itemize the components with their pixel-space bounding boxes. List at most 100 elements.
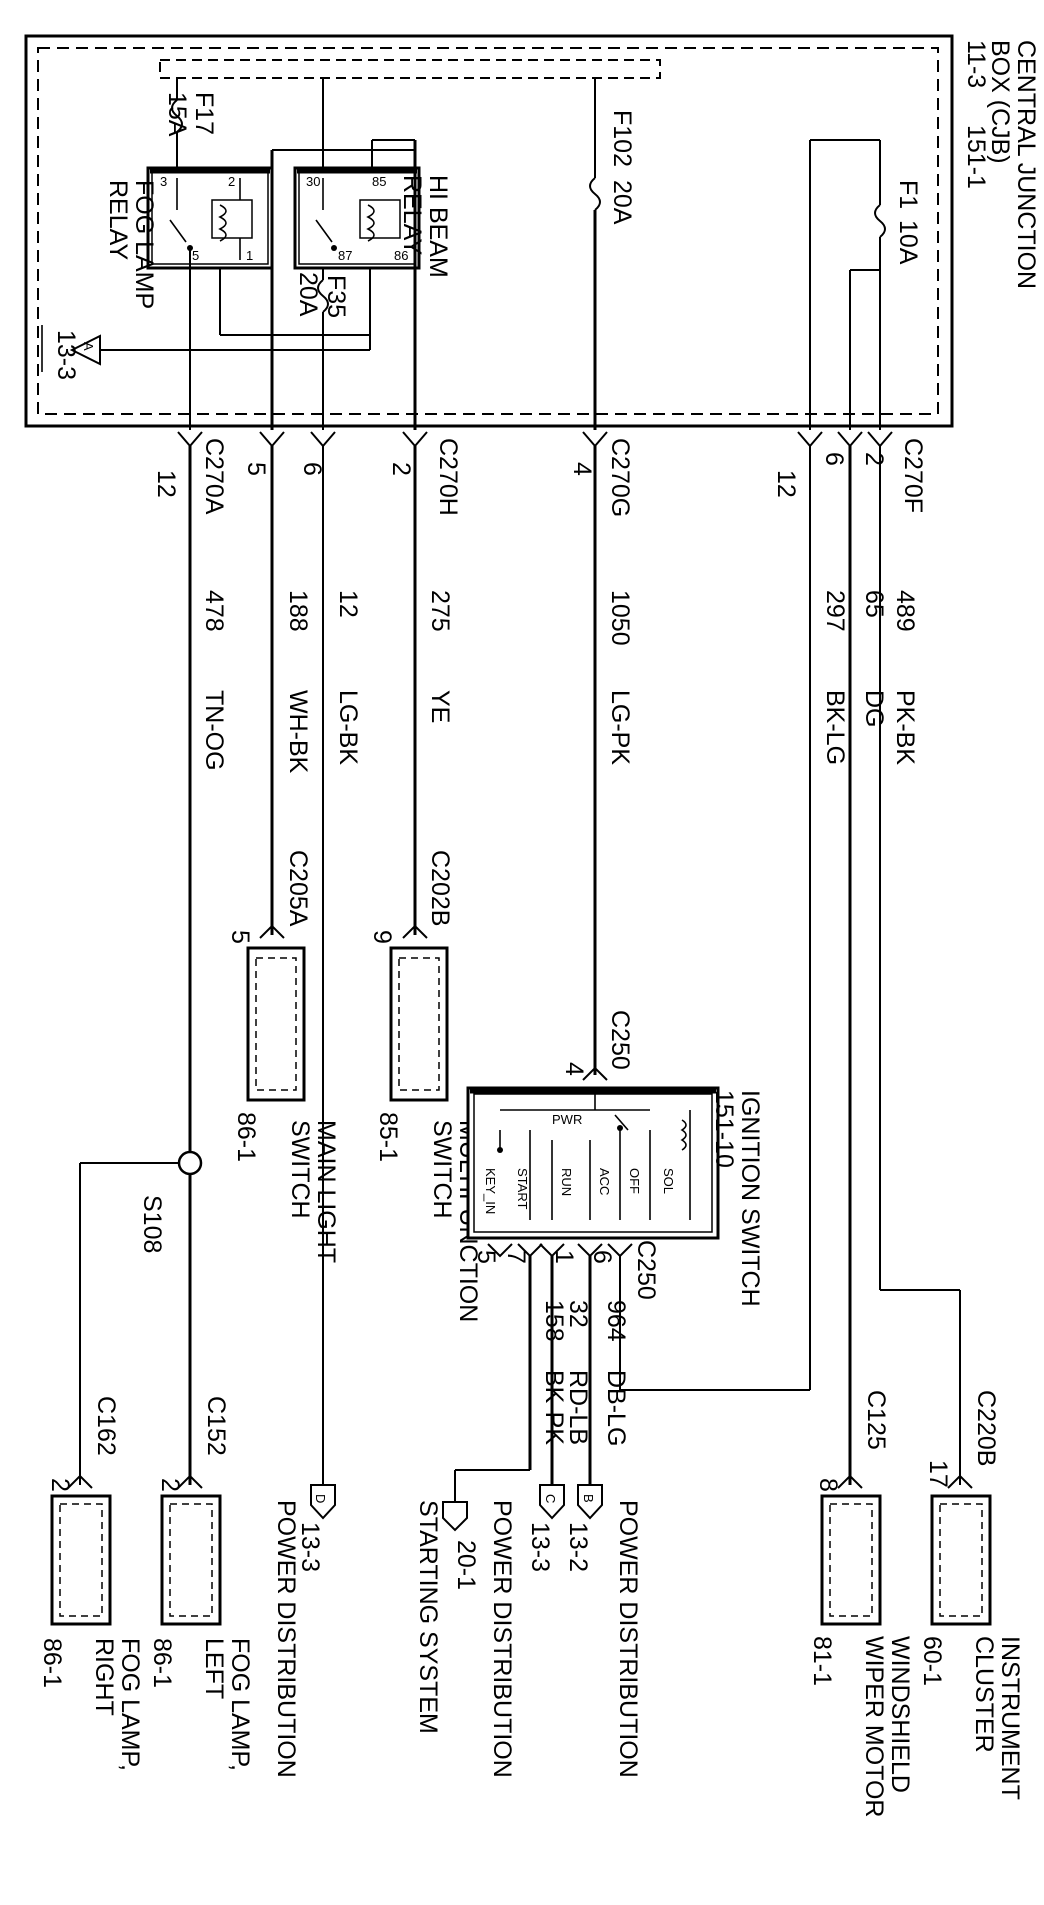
ref-b-letter: B bbox=[581, 1494, 596, 1503]
pin-c205a-5: 5 bbox=[226, 930, 254, 944]
cjb-ref-1: 11-3 bbox=[962, 40, 990, 88]
connector-c250-out: C250 bbox=[632, 1240, 660, 1300]
hi-beam-pin-86: 86 bbox=[394, 248, 408, 263]
wiper-motor-ref: 81-1 bbox=[808, 1636, 836, 1686]
connector-c270a: C270A bbox=[200, 438, 228, 515]
multifunction-switch bbox=[389, 946, 449, 1102]
cjb-ref-2: 151-1 bbox=[962, 125, 990, 189]
ign-contact-acc: ACC bbox=[597, 1168, 612, 1195]
ground-ref: 13-3 bbox=[52, 330, 80, 380]
svg-text:20A: 20A bbox=[608, 180, 636, 225]
fuse-f35-rating: 20A bbox=[294, 272, 322, 317]
connector-c270f: C270F bbox=[899, 438, 927, 513]
f35-fuse-symbol bbox=[317, 279, 329, 313]
f102-fuse-symbol bbox=[589, 177, 601, 211]
fog-relay-pin-1: 1 bbox=[246, 248, 253, 263]
pin-c250-1: 1 bbox=[550, 1250, 578, 1264]
pin-c220b-17: 17 bbox=[924, 1460, 952, 1488]
pin-c270f-12: 12 bbox=[772, 470, 800, 498]
fuse-f102-label: F102 20A bbox=[608, 110, 636, 225]
f1-fuse-symbol bbox=[874, 204, 886, 238]
circuit-478: 478 bbox=[200, 590, 228, 632]
circuit-275: 275 bbox=[426, 590, 454, 632]
circuit-158: 158 bbox=[540, 1300, 568, 1342]
ignition-switch-ref: 151-10 bbox=[710, 1090, 738, 1168]
ign-contact-pwr: PWR bbox=[552, 1112, 582, 1127]
pin-c250-5: 5 bbox=[472, 1250, 500, 1264]
pin-c270f-2: 2 bbox=[860, 452, 888, 466]
circuit-158-color: BK-PK bbox=[540, 1370, 568, 1445]
pin-c250-6: 6 bbox=[588, 1250, 616, 1264]
pin-c270f-6: 6 bbox=[820, 452, 848, 466]
central-junction-box bbox=[24, 34, 954, 428]
circuit-1050: 1050 bbox=[606, 590, 634, 646]
ref-b-power-distribution: B 13-2 POWER DISTRIBUTION bbox=[564, 1484, 642, 1778]
svg-text:WIPER MOTOR: WIPER MOTOR bbox=[860, 1636, 888, 1817]
multifunction-ref: 85-1 bbox=[374, 1112, 402, 1162]
circuit-32-color: RD-LB bbox=[564, 1370, 592, 1445]
pin-c270g-4: 4 bbox=[568, 462, 596, 476]
arrow-c250-in bbox=[582, 1066, 608, 1081]
arrow-c202b bbox=[402, 924, 428, 939]
cjb-connector-arrows bbox=[177, 431, 893, 448]
ref-d-label: POWER DISTRIBUTION bbox=[272, 1500, 300, 1778]
fog-lamp-relay: 3 2 5 1 bbox=[146, 166, 274, 270]
hi-beam-relay-label: HI BEAM RELAY bbox=[398, 175, 452, 278]
circuit-1050-color: LG-PK bbox=[606, 690, 634, 765]
circuit-188: 188 bbox=[284, 590, 312, 632]
ground-symbol-letter: A bbox=[81, 342, 96, 351]
fog-lamp-right-ref: 86-1 bbox=[38, 1638, 66, 1688]
fog-lamp-right-label: FOG LAMP, RIGHT bbox=[90, 1638, 144, 1771]
svg-text:SWITCH: SWITCH bbox=[428, 1120, 456, 1219]
pin-f35-6: 6 bbox=[298, 462, 326, 476]
fuse-f17-label: F17 15A bbox=[163, 92, 218, 137]
ref-d-power-distribution: D 13-3 POWER DISTRIBUTION bbox=[272, 1484, 336, 1778]
svg-text:RELAY: RELAY bbox=[398, 175, 426, 255]
cjb-title-2: BOX (CJB) bbox=[986, 40, 1014, 164]
svg-text:F102: F102 bbox=[608, 110, 636, 167]
hi-beam-pin-30: 30 bbox=[306, 174, 320, 189]
circuit-188-color: WH-BK bbox=[284, 690, 312, 774]
pin-c250-4: 4 bbox=[560, 1062, 588, 1076]
fog-lamp-left-ref: 86-1 bbox=[148, 1638, 176, 1688]
f17-fuse-symbol bbox=[171, 99, 183, 133]
fog-relay-pin-2: 2 bbox=[228, 174, 235, 189]
instrument-cluster bbox=[930, 1494, 992, 1626]
circuit-297-color: BK-LG bbox=[821, 690, 849, 765]
connector-c205a: C205A bbox=[284, 850, 312, 927]
pin-c152-2: 2 bbox=[156, 1478, 184, 1492]
cjb-outline bbox=[24, 34, 954, 428]
connector-c202b: C202B bbox=[426, 850, 454, 926]
connector-c270g: C270G bbox=[606, 438, 634, 517]
fog-lamp-left-label: FOG LAMP, LEFT bbox=[200, 1638, 254, 1771]
instrument-cluster-ref: 60-1 bbox=[918, 1636, 946, 1686]
svg-text:FOG LAMP: FOG LAMP bbox=[130, 180, 158, 309]
ref-c-power-distribution: C 13-3 POWER DISTRIBUTION bbox=[488, 1484, 565, 1778]
connector-c270h: C270H bbox=[434, 438, 462, 516]
instrument-cluster-label: INSTRUMENT CLUSTER bbox=[970, 1636, 1024, 1800]
pin-fog-out-5: 5 bbox=[242, 462, 270, 476]
fuse-f35-label: F35 bbox=[322, 275, 350, 318]
circuit-297: 297 bbox=[821, 590, 849, 632]
ref-d-ref: 13-3 bbox=[296, 1522, 324, 1572]
windshield-wiper-motor bbox=[820, 1494, 882, 1626]
ground-reference-a: A 13-3 bbox=[41, 325, 101, 380]
circuit-489-color: PK-BK bbox=[891, 690, 919, 765]
pin-c270a-12: 12 bbox=[152, 470, 180, 498]
pin-hibeam-2: 2 bbox=[387, 462, 415, 476]
ref-starting-system: 20-1 STARTING SYSTEM bbox=[414, 1500, 480, 1734]
svg-text:F1: F1 bbox=[894, 180, 922, 209]
svg-text:FOG LAMP,: FOG LAMP, bbox=[116, 1638, 144, 1771]
svg-text:15A: 15A bbox=[163, 92, 191, 137]
fog-lamp-right bbox=[50, 1494, 112, 1626]
circuit-478-color: TN-OG bbox=[200, 690, 228, 771]
ref-starting-ref: 20-1 bbox=[452, 1540, 480, 1590]
ign-contact-start: START bbox=[515, 1168, 530, 1209]
arrow-c220b bbox=[947, 1474, 973, 1489]
circuit-489: 489 bbox=[891, 590, 919, 632]
ref-d-letter: D bbox=[313, 1494, 328, 1503]
arrow-c152 bbox=[177, 1474, 203, 1489]
ref-c-letter: C bbox=[543, 1494, 558, 1503]
fog-relay-pin-3: 3 bbox=[160, 174, 167, 189]
